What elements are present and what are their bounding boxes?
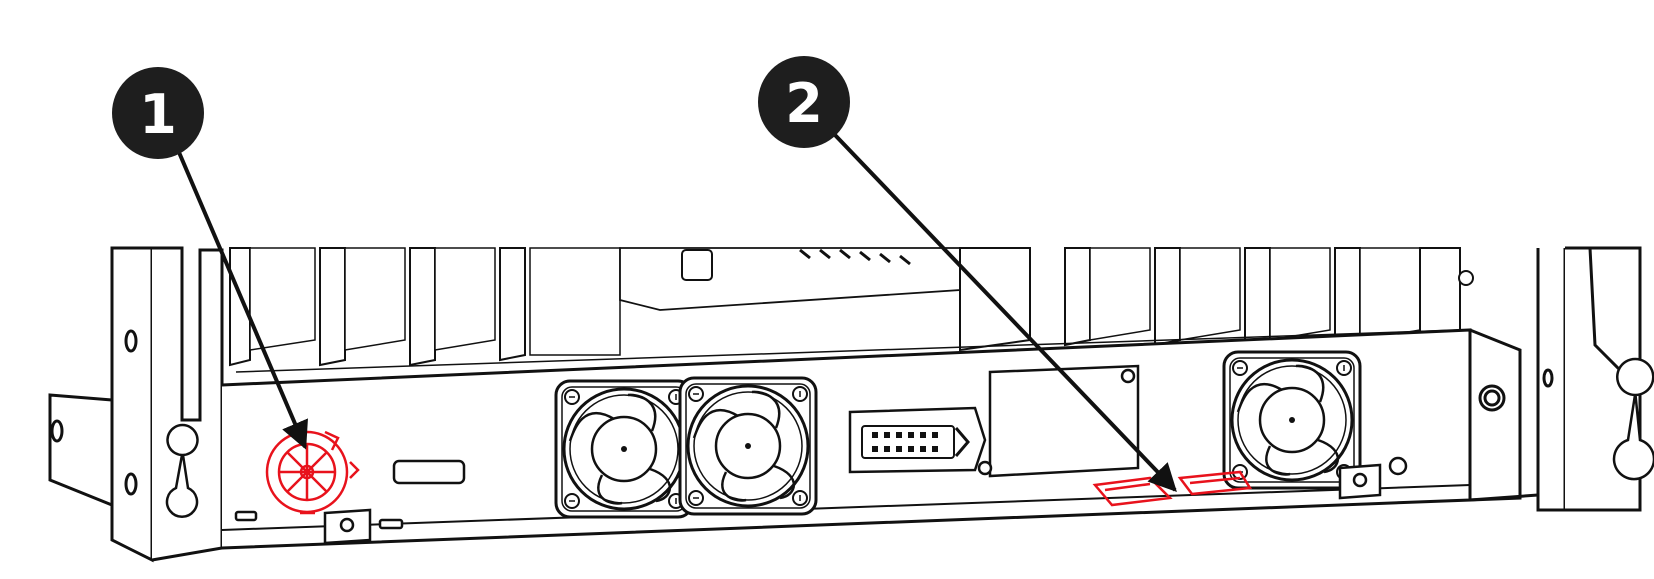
left-rack-ear [48, 246, 224, 563]
callout-2-number: 2 [785, 72, 823, 135]
side-panel [977, 364, 1140, 478]
front-tray [221, 328, 1540, 550]
connector-icon [848, 406, 987, 474]
expansion-cards [229, 247, 1474, 367]
red-slide-rail-latch [1092, 470, 1253, 507]
callout-1: 1 [112, 67, 204, 159]
mounting-bracket [234, 508, 404, 545]
label-plate [392, 459, 466, 485]
arrow-icon [954, 427, 970, 457]
right-rack-ear [1536, 246, 1654, 512]
callout-1-number: 1 [139, 83, 177, 146]
callout-2: 2 [758, 56, 850, 148]
right-bracket [1338, 456, 1408, 500]
callout-1-leader [176, 149, 308, 450]
callout-2-leader [833, 133, 1177, 493]
fan-icon [554, 379, 694, 519]
fan-icon [678, 376, 818, 516]
